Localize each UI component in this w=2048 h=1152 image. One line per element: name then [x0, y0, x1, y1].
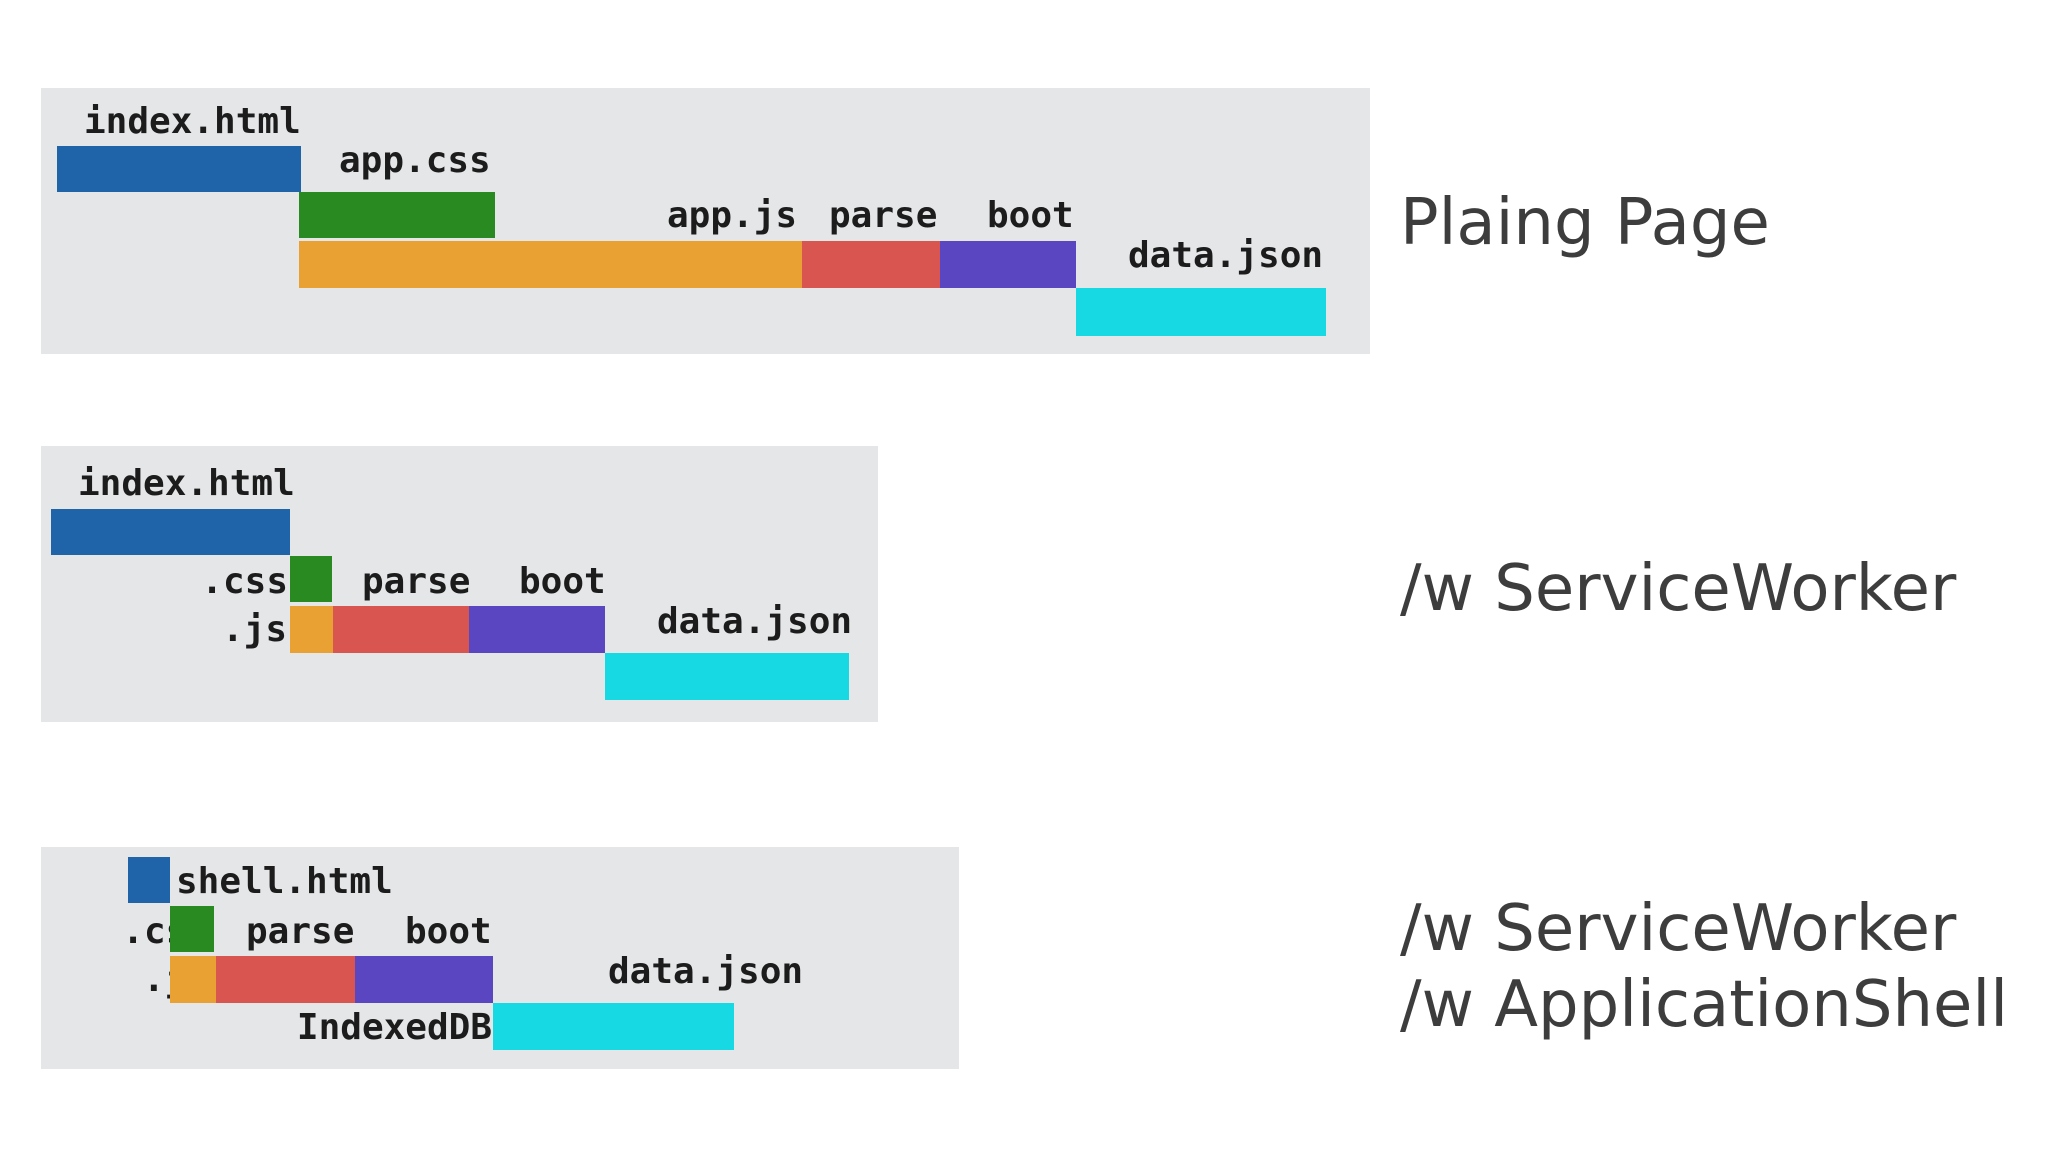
- bar-data-json: [1076, 288, 1326, 336]
- bar-boot: [940, 241, 1076, 288]
- timeline-panel-appshell: shell.html .css parse boot .js data.json…: [41, 847, 959, 1069]
- bar-js: [170, 956, 216, 1003]
- label-boot: boot: [405, 911, 492, 952]
- bar-parse: [333, 606, 469, 653]
- caption-serviceworker: /w ServiceWorker: [1400, 552, 1957, 626]
- timeline-panel-serviceworker: index.html .css parse boot .js data.json: [41, 446, 878, 722]
- bar-js: [290, 606, 333, 653]
- caption-appshell-line1: /w ServiceWorker: [1400, 892, 1957, 966]
- timeline-panel-plain: index.html app.css app.js parse boot dat…: [41, 88, 1370, 354]
- label-parse: parse: [829, 195, 938, 236]
- caption-appshell-line2: /w ApplicationShell: [1400, 968, 2008, 1042]
- bar-boot: [469, 606, 605, 653]
- label-parse: parse: [246, 911, 355, 952]
- label-data-json: data.json: [1128, 235, 1324, 276]
- label-app-js: app.js: [667, 195, 798, 236]
- label-boot: boot: [519, 561, 606, 602]
- bar-shell-html: [128, 857, 170, 903]
- label-parse: parse: [362, 561, 471, 602]
- label-css: .css: [201, 561, 288, 602]
- bar-data-json: [605, 653, 849, 700]
- caption-plain-page: Plaing Page: [1400, 186, 1770, 260]
- bar-boot: [355, 956, 493, 1003]
- label-js: .js: [221, 609, 287, 650]
- label-app-css: app.css: [339, 140, 491, 181]
- bar-index-html: [51, 509, 290, 555]
- label-data-json: data.json: [608, 951, 804, 992]
- bar-app-js: [299, 241, 802, 288]
- bar-css: [290, 556, 332, 602]
- label-shell-html: shell.html: [176, 861, 393, 902]
- bar-css: [170, 906, 214, 952]
- bar-data-json: [493, 1003, 734, 1050]
- bar-index-html: [57, 146, 301, 192]
- label-boot: boot: [987, 195, 1074, 236]
- bar-parse: [216, 956, 355, 1003]
- bar-parse: [802, 241, 940, 288]
- bar-app-css: [299, 192, 495, 238]
- label-data-json: data.json: [657, 601, 853, 642]
- label-index-html: index.html: [84, 101, 301, 142]
- label-indexeddb: IndexedDB: [296, 1007, 492, 1048]
- label-index-html: index.html: [78, 463, 295, 504]
